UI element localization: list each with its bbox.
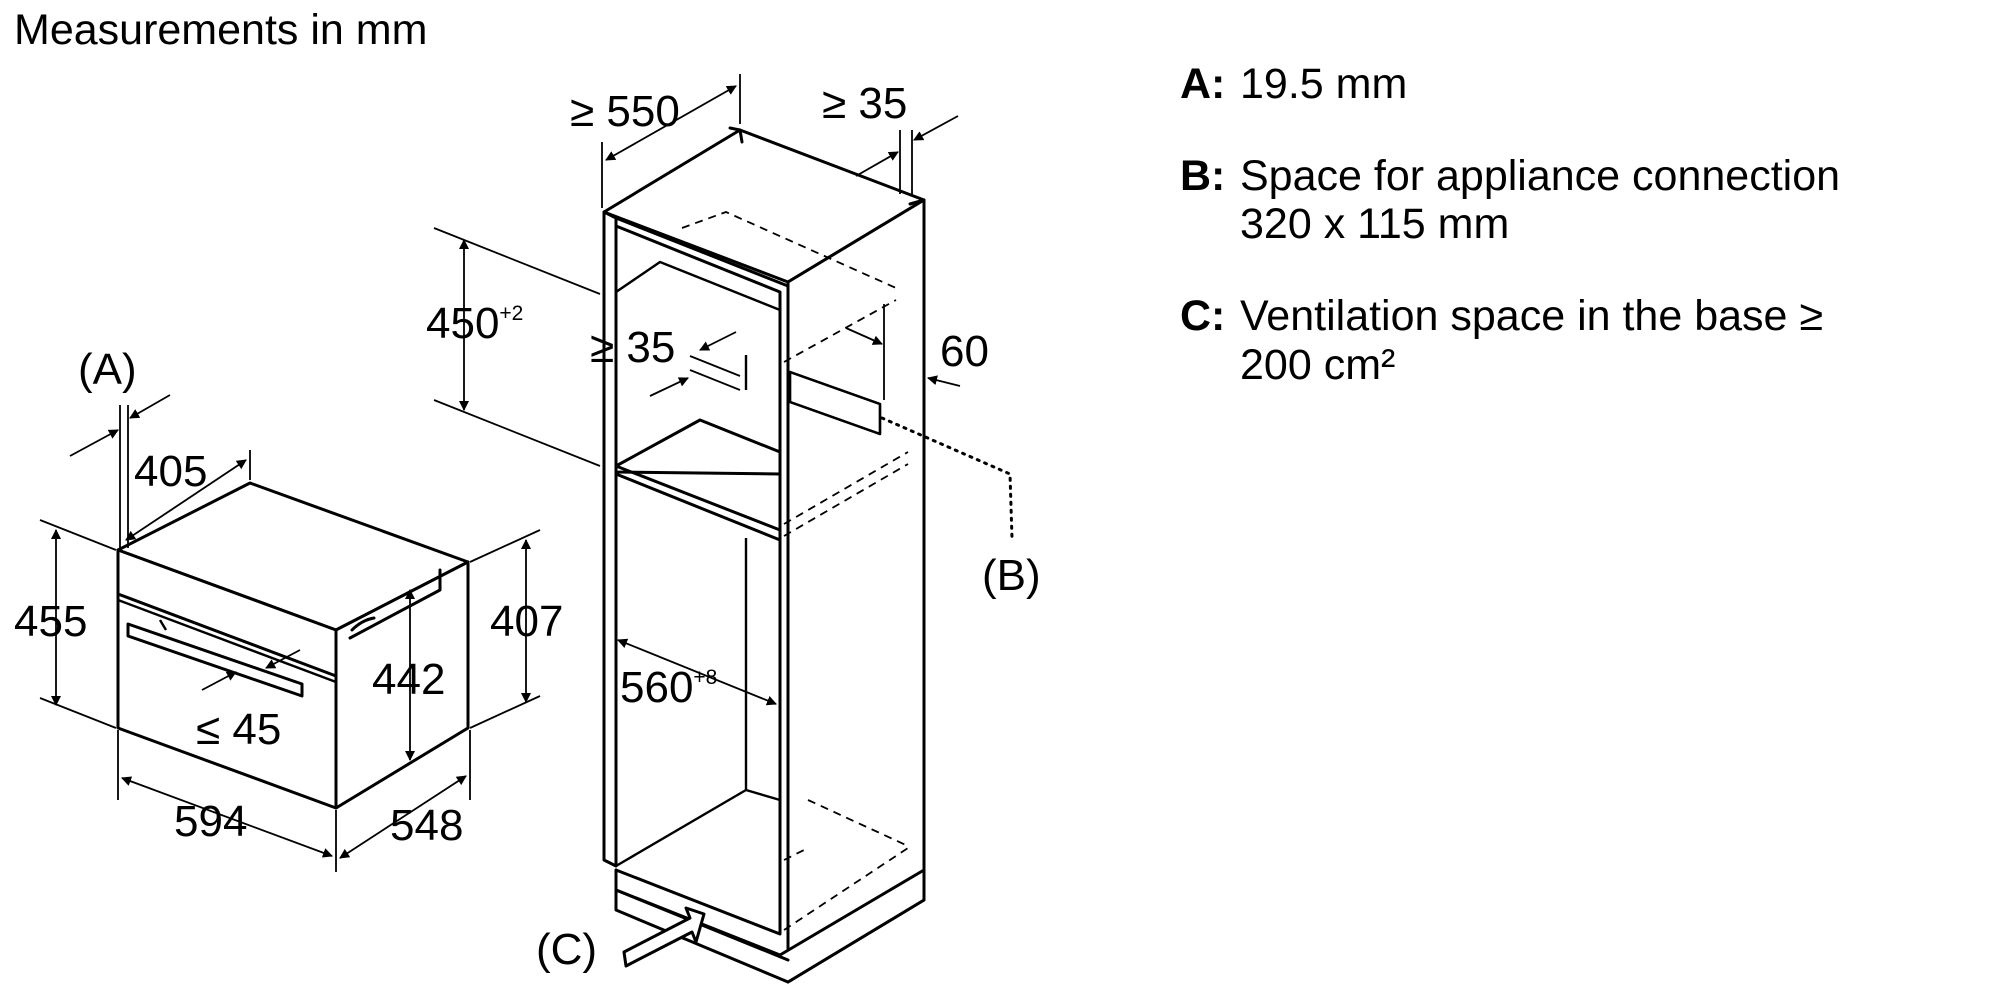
legend-text-a-line1: 19.5 mm <box>1240 60 1408 108</box>
dim-407: 407 <box>490 597 563 646</box>
dim-45: ≤ 45 <box>196 705 281 754</box>
dim-450-value: 450 <box>426 299 499 348</box>
legend-item-c: C: Ventilation space in the base ≥ 200 c… <box>1180 292 1980 388</box>
legend-text-b-line2: 320 x 115 mm <box>1240 200 1510 249</box>
legend-text-c-line2: 200 cm² <box>1240 340 1396 389</box>
legend-text-c-line1: Ventilation space in the base ≥ <box>1240 292 1823 341</box>
callout-c: (C) <box>536 925 597 974</box>
cabinet-drawing <box>602 126 926 984</box>
dim-405: 405 <box>134 447 207 496</box>
dim-594: 594 <box>174 797 247 846</box>
callout-b: (B) <box>982 551 1041 600</box>
dim-560: 560+8 <box>620 663 717 712</box>
oven-dimensions <box>39 394 541 872</box>
legend-key-a: A: <box>1180 60 1226 108</box>
legend-key-b: B: <box>1180 152 1226 201</box>
dim-550: ≥ 550 <box>570 87 680 136</box>
dim-450: 450+2 <box>426 299 523 348</box>
callout-a: (A) <box>78 345 137 394</box>
cabinet-dimensions <box>433 74 1014 968</box>
dim-450-sup: +2 <box>499 302 523 325</box>
dim-560-value: 560 <box>620 663 693 712</box>
legend-text-b-line1: Space for appliance connection <box>1240 152 1841 201</box>
dim-60: 60 <box>940 327 989 376</box>
legend-item-b: B: Space for appliance connection 320 x … <box>1180 152 1980 248</box>
legend-item-a: A: 19.5 mm <box>1180 60 1980 108</box>
dim-548: 548 <box>390 801 463 850</box>
dim-442: 442 <box>372 655 445 704</box>
measurements-title: Measurements in mm <box>14 6 428 54</box>
legend: A: 19.5 mm B: Space for appliance connec… <box>1180 60 1980 433</box>
installation-diagram: (A) 405 455 407 442 ≤ 45 594 548 ≥ 550 ≥… <box>14 74 1041 984</box>
dim-560-sup: +8 <box>693 666 717 689</box>
dim-35-top: ≥ 35 <box>822 79 907 128</box>
legend-key-c: C: <box>1180 292 1226 341</box>
oven-drawing <box>116 481 470 810</box>
dim-35-mid: ≥ 35 <box>590 323 675 372</box>
dim-455: 455 <box>14 597 87 646</box>
